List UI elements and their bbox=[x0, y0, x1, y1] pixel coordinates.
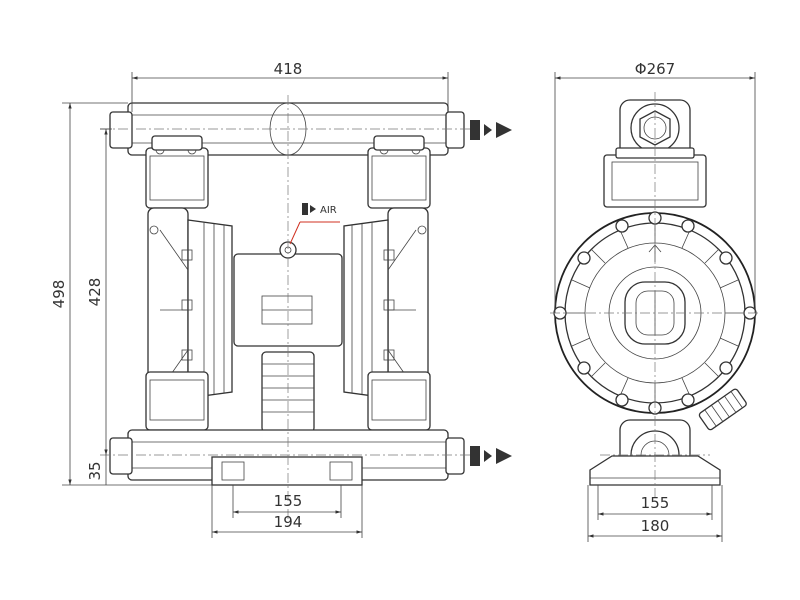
right-lower-valve-housing bbox=[367, 371, 431, 431]
air-callout: AIR bbox=[289, 203, 340, 245]
side-muffler bbox=[698, 388, 747, 431]
dim-front-foot-spacing: 155 bbox=[274, 492, 303, 510]
outlet-flow-icon bbox=[470, 120, 512, 140]
side-upper-block bbox=[603, 154, 707, 208]
right-upper-valve-housing bbox=[367, 147, 431, 209]
dim-inlet-height: 35 bbox=[86, 461, 104, 480]
right-diaphragm-chamber bbox=[343, 207, 429, 409]
side-view: Φ267 155 180 bbox=[550, 60, 760, 542]
left-diaphragm-chamber bbox=[147, 207, 233, 409]
dim-overall-height: 498 bbox=[50, 280, 68, 309]
dim-side-foot-width: 180 bbox=[641, 517, 670, 535]
left-upper-valve-housing bbox=[145, 147, 209, 209]
dim-height-to-outlet: 428 bbox=[86, 278, 104, 307]
air-label: AIR bbox=[320, 205, 337, 216]
dim-front-foot-width: 194 bbox=[274, 513, 303, 531]
front-view: AIR 418 498 428 35 155 194 bbox=[50, 60, 512, 538]
dim-overall-width: 418 bbox=[274, 60, 303, 78]
base-feet bbox=[211, 456, 363, 486]
left-lower-valve-housing bbox=[145, 371, 209, 431]
dim-side-foot-spacing: 155 bbox=[641, 494, 670, 512]
inlet-flow-icon bbox=[470, 446, 512, 466]
dim-diameter: Φ267 bbox=[635, 60, 675, 78]
